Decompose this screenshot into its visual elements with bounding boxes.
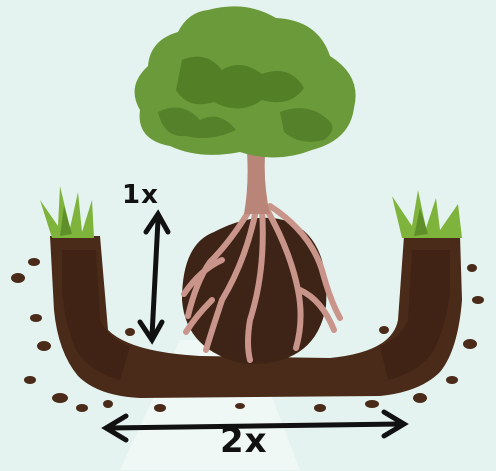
depth-label: 1x <box>122 182 159 208</box>
width-label: 2x <box>220 424 268 458</box>
root-ball <box>182 206 340 364</box>
depth-arrow <box>140 214 168 340</box>
tree-foliage <box>135 6 356 157</box>
grass-left <box>40 186 94 238</box>
grass-right <box>392 190 462 238</box>
